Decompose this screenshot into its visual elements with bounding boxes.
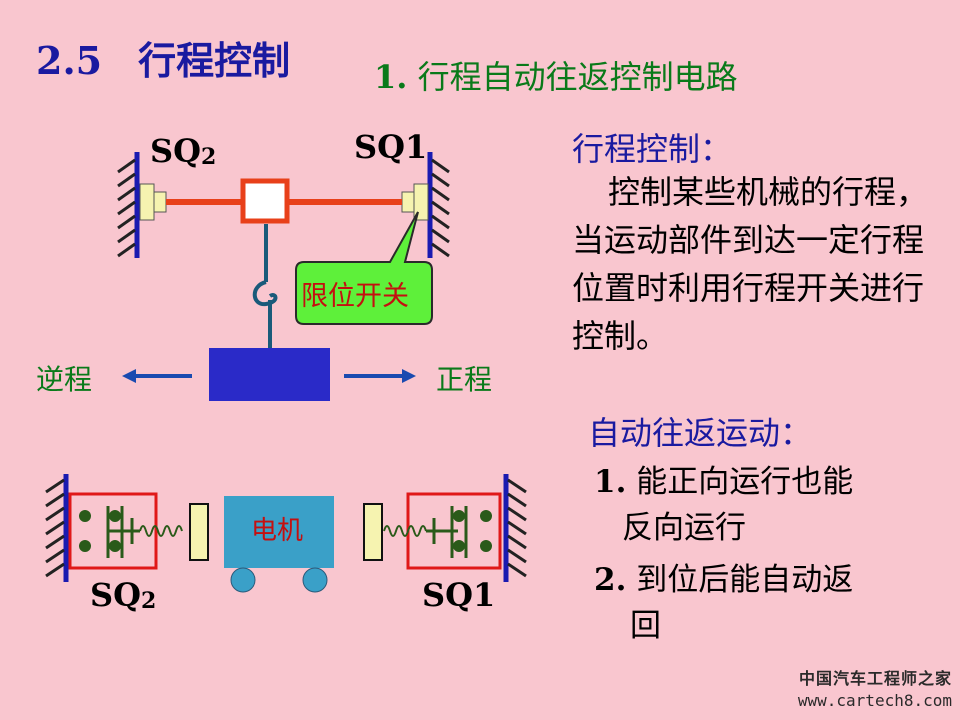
subtitle-number: 1.: [374, 58, 408, 96]
right-wall: [427, 152, 450, 258]
bottom-right-wall: [503, 474, 527, 582]
watermark-cn: 中国汽车工程师之家: [798, 669, 952, 688]
page-title: 2.5 行程控制: [36, 30, 290, 85]
bottom-left-wall: [45, 474, 69, 582]
subtitle-text: 行程自动往返控制电路: [417, 58, 738, 96]
moving-block: [240, 178, 290, 224]
forward-label: 正程: [436, 363, 493, 396]
top-sq2-label: SQ2: [150, 132, 217, 170]
requirement-2: 2. 到位后能自动返: [594, 562, 854, 598]
limit-switch-callout-shape: [295, 211, 433, 325]
watermark-url: www.cartech8.com: [797, 691, 952, 710]
motor-label: 电机: [251, 516, 304, 546]
limit-switch-sq1: [401, 183, 429, 221]
left-plunger: [189, 503, 209, 561]
requirement-2-cont: 回: [630, 608, 661, 644]
forward-arrow: [344, 369, 416, 383]
subtitle: 1. 行程自动往返控制电路: [374, 52, 738, 98]
reverse-label: 逆程: [36, 363, 93, 396]
bottom-sq2-label: SQ2: [90, 576, 157, 614]
right-plunger: [363, 503, 383, 561]
load-block: [209, 348, 330, 401]
heading-auto-reciprocation: 自动往返运动：: [588, 414, 813, 452]
heading-stroke-control: 行程控制：: [572, 130, 733, 168]
motor: [224, 496, 334, 593]
top-diagram: [117, 152, 450, 401]
callout-label: 限位开关: [301, 281, 409, 312]
reverse-arrow: [122, 369, 192, 383]
requirement-1: 1. 能正向运行也能: [594, 464, 854, 500]
bottom-switch-sq1: [383, 492, 502, 570]
bottom-sq1-label: SQ1: [422, 576, 496, 614]
hook: [252, 224, 278, 350]
bottom-switch-sq2: [68, 492, 183, 570]
section-title: 行程控制: [138, 38, 291, 83]
bottom-diagram: [45, 474, 527, 593]
left-wall: [117, 152, 140, 258]
watermark: 中国汽车工程师之家 www.cartech8.com: [798, 668, 952, 712]
stroke-control-description: 控制某些机械的行程，当运动部件到达一定行程位置时利用行程开关进行控制。: [572, 173, 929, 355]
top-sq1-label: SQ1: [354, 128, 428, 166]
limit-switch-sq2: [139, 183, 167, 221]
requirement-1-cont: 反向运行: [622, 510, 746, 546]
section-number: 2.5: [36, 38, 103, 83]
